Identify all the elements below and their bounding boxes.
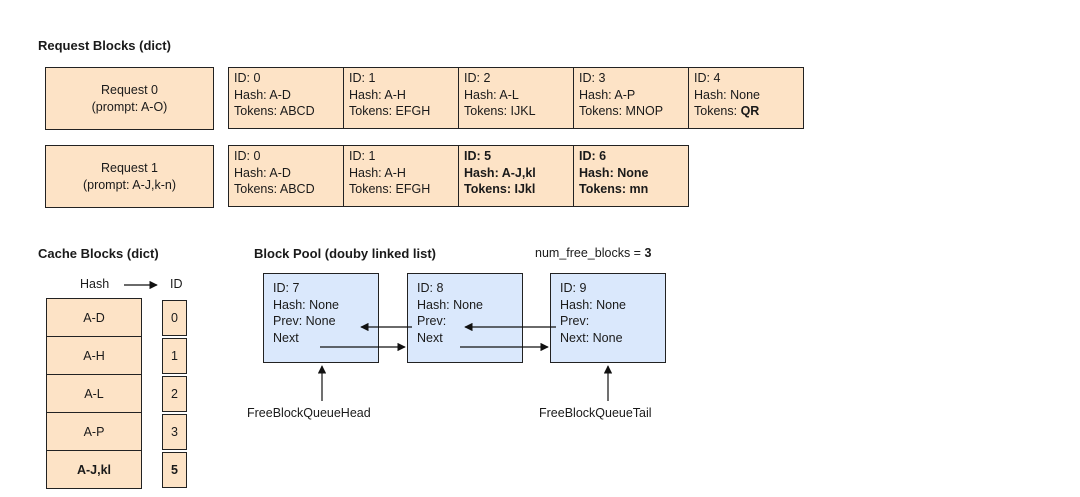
pool-block-id: ID: 9 bbox=[560, 281, 587, 295]
block-id: ID: 5 bbox=[464, 149, 492, 163]
pool-block-prev: Prev: None bbox=[273, 314, 336, 328]
request-0-label: Request 0 (prompt: A-O) bbox=[45, 67, 214, 130]
pool-block-next: Next bbox=[273, 330, 299, 345]
pool-block-9: ID: 9 Hash: None Prev: Next: None bbox=[550, 273, 666, 363]
block-id: ID: 6 bbox=[579, 149, 607, 163]
request-prompt: (prompt: A-O) bbox=[91, 99, 168, 114]
block-id: ID: 0 bbox=[234, 149, 261, 163]
block-tokens: Tokens: QR bbox=[694, 103, 803, 120]
block-tokens: Tokens: MNOP bbox=[579, 104, 664, 118]
block-hash: Hash: A-J,kl bbox=[464, 165, 536, 180]
request-block: ID: 0 Hash: A-D Tokens: ABCD bbox=[228, 145, 344, 207]
pool-block-hash: Hash: None bbox=[273, 297, 340, 312]
request-block: ID: 2 Hash: A-L Tokens: IJKL bbox=[458, 67, 574, 129]
cache-blocks-title: Cache Blocks (dict) bbox=[38, 246, 159, 261]
pool-block-hash: Hash: None bbox=[560, 297, 627, 312]
block-tokens: Tokens: EFGH bbox=[349, 182, 431, 196]
cache-hash-cell-new: A-J,kl bbox=[46, 450, 142, 489]
cache-id-cell-new: 5 bbox=[162, 452, 187, 488]
block-pool-title: Block Pool (douby linked list) bbox=[254, 246, 437, 261]
cache-hash-header: Hash bbox=[80, 277, 110, 291]
block-hash: Hash: None bbox=[579, 165, 649, 180]
block-id: ID: 4 bbox=[694, 71, 721, 85]
block-tokens: Tokens: mn bbox=[579, 182, 649, 196]
request-prompt: (prompt: A-J,k-n) bbox=[82, 177, 177, 192]
pool-block-7: ID: 7 Hash: None Prev: None Next bbox=[263, 273, 379, 363]
free-block-queue-tail-label: FreeBlockQueueTail bbox=[539, 406, 652, 420]
block-tokens: Tokens: ABCD bbox=[234, 104, 315, 118]
block-id: ID: 3 bbox=[579, 71, 606, 85]
block-hash: Hash: A-H bbox=[349, 165, 406, 180]
block-tokens-prefix: Tokens: bbox=[694, 104, 741, 118]
pool-block-next: Next: None bbox=[560, 330, 623, 345]
block-id: ID: 2 bbox=[464, 71, 491, 85]
num-free-blocks-value: 3 bbox=[644, 246, 652, 260]
num-free-blocks-label: num_free_blocks = bbox=[535, 246, 645, 260]
cache-id-cell: 2 bbox=[162, 376, 187, 412]
cache-id-header: ID bbox=[170, 277, 183, 291]
request-name: Request 1 bbox=[101, 160, 158, 175]
request-block: ID: 4 Hash: None Tokens: QR bbox=[688, 67, 804, 129]
pool-block-next: Next bbox=[417, 330, 443, 345]
block-id: ID: 0 bbox=[234, 71, 261, 85]
cache-id-cell: 1 bbox=[162, 338, 187, 374]
request-1-label: Request 1 (prompt: A-J,k-n) bbox=[45, 145, 214, 208]
cache-hash-cell: A-P bbox=[46, 412, 142, 451]
block-id: ID: 1 bbox=[349, 71, 376, 85]
pool-block-prev: Prev: bbox=[417, 314, 447, 328]
request-block: ID: 3 Hash: A-P Tokens: MNOP bbox=[573, 67, 689, 129]
pool-block-hash: Hash: None bbox=[417, 297, 484, 312]
pool-block-id: ID: 7 bbox=[273, 281, 300, 295]
request-block: ID: 0 Hash: A-D Tokens: ABCD bbox=[228, 67, 344, 129]
block-tokens: Tokens: IJKL bbox=[464, 104, 536, 118]
block-hash: Hash: A-P bbox=[579, 87, 636, 102]
cache-hash-cell: A-H bbox=[46, 336, 142, 375]
free-block-queue-head-label: FreeBlockQueueHead bbox=[247, 406, 371, 420]
block-tokens: Tokens: IJkl bbox=[464, 182, 536, 196]
pool-block-prev: Prev: bbox=[560, 314, 590, 328]
cache-id-cell: 3 bbox=[162, 414, 187, 450]
block-hash: Hash: None bbox=[694, 87, 761, 102]
block-tokens: Tokens: ABCD bbox=[234, 182, 315, 196]
cache-hash-cell: A-L bbox=[46, 374, 142, 413]
block-hash: Hash: A-L bbox=[464, 87, 519, 102]
request-block: ID: 1 Hash: A-H Tokens: EFGH bbox=[343, 67, 459, 129]
pool-block-8: ID: 8 Hash: None Prev: Next bbox=[407, 273, 523, 363]
request-0-blocks: ID: 0 Hash: A-D Tokens: ABCD ID: 1 Hash:… bbox=[228, 67, 804, 129]
request-blocks-title: Request Blocks (dict) bbox=[38, 38, 171, 53]
block-hash: Hash: A-D bbox=[234, 165, 291, 180]
request-block-new: ID: 6 Hash: None Tokens: mn bbox=[573, 145, 689, 207]
block-hash: Hash: A-D bbox=[234, 87, 291, 102]
block-tokens-bold: QR bbox=[740, 104, 760, 118]
cache-id-cell: 0 bbox=[162, 300, 187, 336]
block-tokens: Tokens: EFGH bbox=[349, 104, 431, 118]
block-id: ID: 1 bbox=[349, 149, 376, 163]
pool-block-id: ID: 8 bbox=[417, 281, 444, 295]
request-1-blocks: ID: 0 Hash: A-D Tokens: ABCD ID: 1 Hash:… bbox=[228, 145, 689, 207]
block-hash: Hash: A-H bbox=[349, 87, 406, 102]
num-free-blocks: num_free_blocks = 3 bbox=[535, 246, 651, 260]
request-block-new: ID: 5 Hash: A-J,kl Tokens: IJkl bbox=[458, 145, 574, 207]
request-name: Request 0 bbox=[101, 82, 158, 97]
